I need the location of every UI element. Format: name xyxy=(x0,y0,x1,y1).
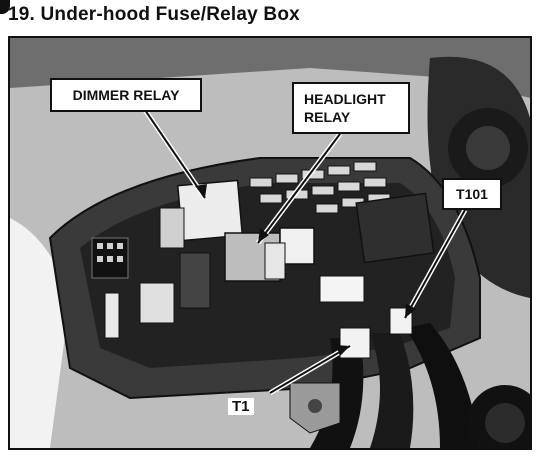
fuse-box-illustration xyxy=(10,38,530,448)
callout-headlight-relay: HEADLIGHT RELAY xyxy=(292,82,410,134)
callout-t1: T1 xyxy=(228,398,254,415)
fuse-box-photo: DIMMER RELAY HEADLIGHT RELAY T101 T1 xyxy=(8,36,532,450)
section-title: 19. Under-hood Fuse/Relay Box xyxy=(8,4,300,25)
page-corner-mark xyxy=(0,0,10,14)
callout-t101: T101 xyxy=(442,178,502,210)
callout-dimmer-relay: DIMMER RELAY xyxy=(50,78,202,112)
